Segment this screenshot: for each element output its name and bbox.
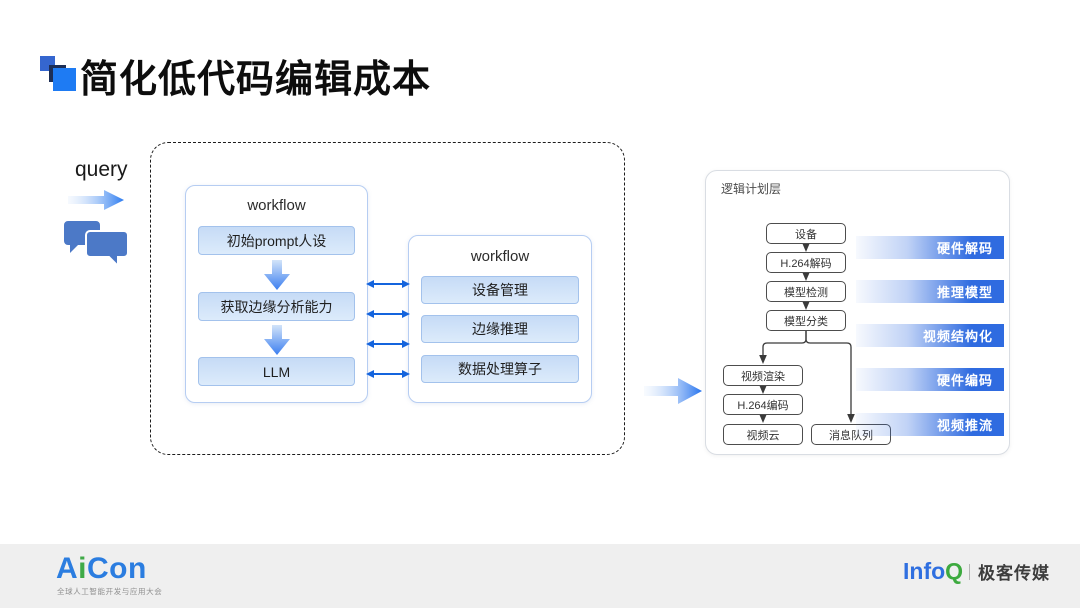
workflow-title: workflow — [247, 197, 306, 214]
workflow-node: LLM — [198, 357, 355, 386]
stage-bar: 视频结构化 — [856, 324, 1004, 347]
workflow-node: 获取边缘分析能力 — [198, 292, 355, 321]
logical-plan-panel: 逻辑计划层 设备 H.264解码 模型检测 模型分类 视频渲染 H.264编码 — [705, 170, 1010, 455]
bidirectional-arrow-icon — [366, 310, 410, 318]
aicon-logo-con: Con — [87, 552, 147, 585]
logo-divider — [969, 563, 971, 580]
workflow-card-right: workflow 设备管理 边缘推理 数据处理算子 — [408, 235, 592, 403]
plan-node: H.264解码 — [766, 252, 846, 273]
workflow-card-left: workflow 初始prompt人设 获取边缘分析能力 LLM — [185, 185, 368, 403]
aicon-tagline: 全球人工智能开发与应用大会 — [57, 587, 163, 596]
chat-bubbles-icon — [64, 221, 129, 269]
plan-node: 模型分类 — [766, 310, 846, 331]
plan-node: 视频云 — [723, 424, 803, 445]
stage-bar: 硬件解码 — [856, 236, 1004, 259]
page-title: 简化低代码编辑成本 — [80, 59, 432, 101]
title-squares-icon — [40, 54, 76, 92]
stage-bar: 推理模型 — [856, 280, 1004, 303]
workflow-node: 数据处理算子 — [421, 355, 579, 383]
stage-bar: 硬件编码 — [856, 368, 1004, 391]
query-label: query — [75, 158, 128, 181]
plan-node: 设备 — [766, 223, 846, 244]
flow-arrow-icon — [644, 378, 702, 404]
bidirectional-arrow-icon — [366, 340, 410, 348]
stage-bar: 视频推流 — [856, 413, 1004, 436]
infoq-logo-q: Q — [945, 558, 964, 584]
workflow-node: 设备管理 — [421, 276, 579, 304]
workflow-node: 初始prompt人设 — [198, 226, 355, 255]
infoq-logo-info: Info — [903, 558, 946, 584]
workflow-group-container — [150, 142, 625, 455]
plan-node: 视频渲染 — [723, 365, 803, 386]
bidirectional-arrow-icon — [366, 370, 410, 378]
workflow-node: 边缘推理 — [421, 315, 579, 343]
down-arrow-icon — [263, 325, 290, 355]
workflow-title: workflow — [470, 248, 530, 265]
infoq-media-name: 极客传媒 — [978, 564, 1051, 583]
bidirectional-arrow-icon — [366, 280, 410, 288]
aicon-logo-a: A — [56, 552, 79, 585]
aicon-logo: AiCon — [56, 552, 147, 586]
plan-node: 模型检测 — [766, 281, 846, 302]
arrow-right-icon — [68, 190, 124, 210]
down-arrow-icon — [263, 260, 290, 290]
logical-plan-title: 逻辑计划层 — [721, 182, 782, 196]
plan-node: H.264编码 — [723, 394, 803, 415]
aicon-logo-i: i — [78, 552, 88, 585]
